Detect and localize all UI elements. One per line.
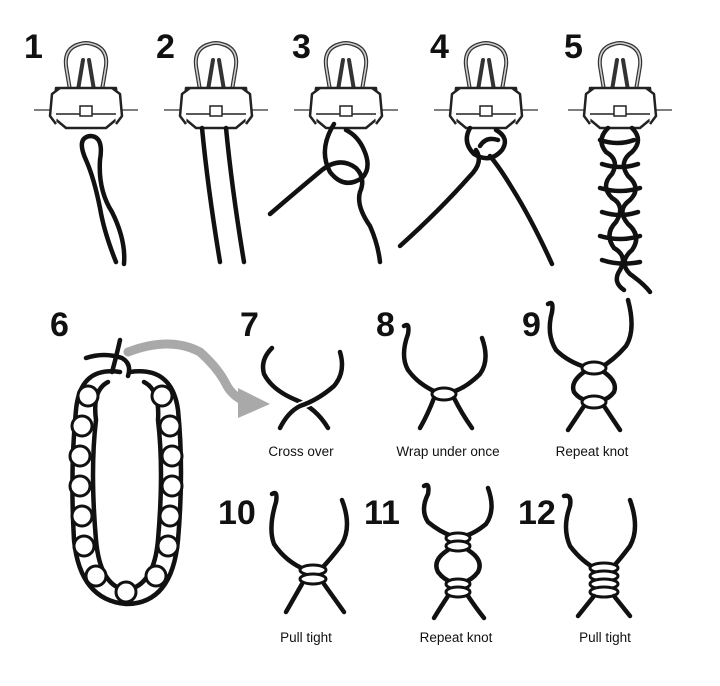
step-4: 4 [397, 28, 555, 267]
step-10: 10 Pull tight [218, 490, 350, 645]
step-number-9: 9 [522, 306, 541, 344]
step-number-5: 5 [564, 28, 583, 66]
step-3: 3 [267, 28, 400, 265]
step-caption-10: Pull tight [280, 630, 332, 645]
step-number-7: 7 [240, 306, 259, 344]
step-number-12: 12 [518, 494, 556, 532]
step-1: 1 [24, 28, 140, 267]
step-number-8: 8 [376, 306, 395, 344]
step-number-6: 6 [50, 306, 69, 344]
step-12: 12 Pull tight [518, 493, 638, 645]
step-8: 8 Wrap under once [376, 306, 500, 459]
step-number-1: 1 [24, 28, 43, 66]
binder-clip-icon [32, 41, 140, 130]
step-6: 6 [50, 306, 270, 607]
step-caption-12: Pull tight [579, 630, 631, 645]
curved-arrow-icon [123, 339, 270, 418]
step-caption-9: Repeat knot [556, 444, 629, 459]
step-number-10: 10 [218, 494, 256, 532]
step-caption-7: Cross over [268, 444, 334, 459]
binder-clip-icon [566, 41, 674, 130]
binder-clip-icon [162, 41, 270, 130]
binder-clip-icon [432, 41, 540, 130]
step-5: 5 [564, 28, 674, 295]
step-9: 9 Repeat knot [522, 297, 634, 459]
step-number-4: 4 [430, 28, 449, 66]
step-2: 2 [156, 28, 270, 265]
step-number-2: 2 [156, 28, 175, 66]
step-11: 11 Repeat knot [364, 482, 494, 645]
step-caption-11: Repeat knot [420, 630, 493, 645]
step-7: 7 Cross over [240, 306, 346, 459]
step-caption-8: Wrap under once [396, 444, 499, 459]
step-number-3: 3 [292, 28, 311, 66]
step-number-11: 11 [364, 494, 400, 532]
